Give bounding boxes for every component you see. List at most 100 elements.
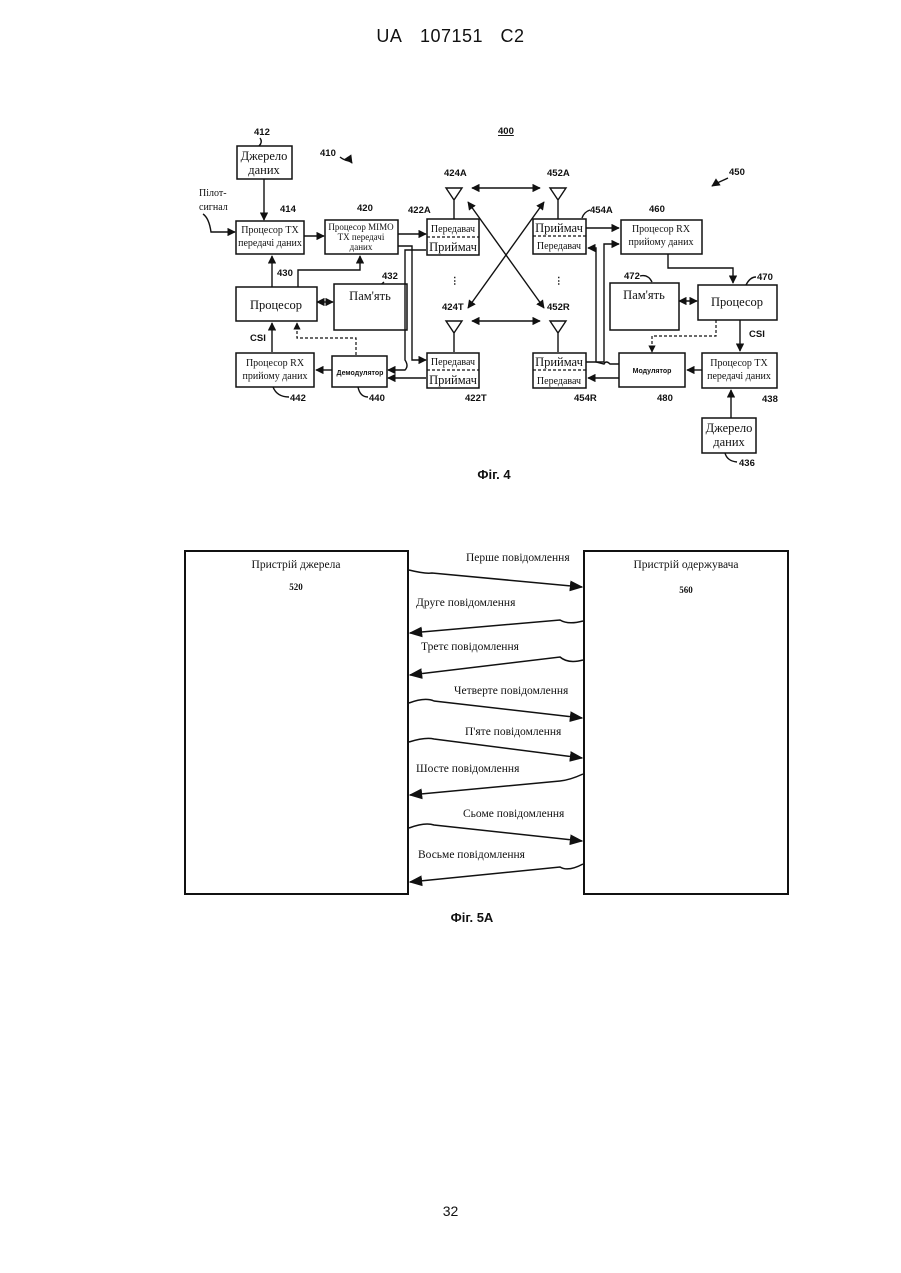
figure-5a-diagram: Пристрій джерела 520 Пристрій одержувача… — [185, 551, 788, 925]
message-6-label: Шосте повідомлення — [416, 763, 520, 775]
antenna-452A — [550, 188, 566, 219]
figure-4-caption: Фіг. 4 — [477, 467, 511, 482]
data-source-left-line1: Джерело — [241, 149, 288, 163]
memory-right-label: Пам'ять — [623, 288, 665, 302]
ref-436: 436 — [739, 458, 755, 469]
processor-right-label: Процесор — [711, 295, 763, 309]
ref-422T: 422T — [465, 393, 487, 404]
message-4-label: Четверте повідомлення — [454, 685, 569, 697]
source-device-box — [185, 551, 408, 894]
ref-432: 432 — [382, 271, 398, 282]
message-8-arrow — [410, 864, 583, 882]
message-3-arrow — [410, 657, 583, 675]
ref-412: 412 — [254, 127, 270, 138]
rx-proc-left-line1: Процесор RX — [246, 358, 305, 369]
data-source-left-line2: даних — [248, 163, 280, 177]
ref-450: 450 — [729, 167, 745, 178]
tx-proc-left-line1: Процесор ТХ — [241, 225, 299, 236]
ref-414: 414 — [280, 204, 297, 215]
modulator-label: Модулятор — [633, 368, 672, 375]
ref-430: 430 — [277, 268, 293, 279]
ref-410: 410 — [320, 148, 336, 159]
ref-450-arrow — [712, 178, 728, 186]
rx-proc-right-line2: прийому даних — [629, 237, 694, 248]
memory-left-label: Пам'ять — [349, 289, 391, 303]
rx-proc-left-line2: прийому даних — [243, 371, 308, 382]
ref-460: 460 — [649, 204, 665, 215]
pilot-arrow — [203, 214, 235, 232]
xcvr-left-top-tx: Передавач — [431, 224, 475, 235]
message-6-arrow — [410, 774, 583, 795]
data-source-right-line1: Джерело — [706, 421, 753, 435]
tx-proc-right-line2: передачі даних — [707, 371, 771, 382]
ref-454R: 454R — [574, 393, 597, 404]
receiver-device-label: Пристрій одержувача — [633, 559, 738, 571]
link-proc-to-mimo — [298, 256, 360, 287]
xcvr-right-top-tx: Передавач — [537, 241, 581, 252]
message-4-arrow — [409, 699, 582, 718]
ref-412-leader — [259, 138, 261, 146]
xcvr-right-top-rx: Приймач — [535, 221, 583, 235]
mimo-line3: даних — [350, 242, 373, 252]
data-source-right-line2: даних — [713, 435, 745, 449]
xcvr-right-bottom-tx: Передавач — [537, 376, 581, 387]
message-7-label: Сьоме повідомлення — [463, 808, 565, 820]
figure-4-diagram: 400 410 450 412 Джерело даних Пілот- сиг… — [199, 126, 778, 482]
ref-422A: 422A — [408, 205, 431, 216]
figure-5a-caption: Фіг. 5A — [451, 910, 494, 925]
demodulator-label: Демодулятор — [337, 370, 384, 377]
ref-410-arrow — [340, 157, 352, 163]
ref-420: 420 — [357, 203, 373, 214]
xcvr-left-top-rx: Приймач — [429, 240, 477, 254]
antenna-424A — [446, 188, 462, 219]
antenna-424T — [446, 321, 462, 352]
receiver-device-box — [584, 551, 788, 894]
receiver-device-ref: 560 — [679, 585, 693, 595]
ref-454A: 454A — [590, 205, 613, 216]
tx-proc-left-line2: передачі даних — [238, 238, 302, 249]
ref-454A-leader — [582, 210, 590, 218]
ref-436-leader — [725, 453, 737, 462]
rx-proc-right-line1: Процесор RX — [632, 224, 691, 235]
ellipsis-right: ⋮ — [554, 276, 564, 287]
source-device-ref: 520 — [289, 582, 303, 592]
message-5-arrow — [409, 738, 582, 758]
ref-442-leader — [273, 387, 289, 397]
ref-472: 472 — [624, 271, 640, 282]
source-device-label: Пристрій джерела — [252, 559, 341, 571]
ref-424T: 424T — [442, 302, 464, 313]
message-7-arrow — [409, 824, 582, 841]
message-2-label: Друге повідомлення — [416, 597, 516, 609]
tx-proc-right-line1: Процесор ТХ — [710, 358, 768, 369]
ref-452R: 452R — [547, 302, 570, 313]
message-3-label: Третє повідомлення — [421, 641, 520, 653]
mimo-line2: ТХ передачі — [338, 232, 385, 242]
ref-440: 440 — [369, 393, 385, 404]
message-5-label: П'яте повідомлення — [465, 726, 562, 738]
pilot-line1: Пілот- — [199, 188, 227, 199]
ref-472-leader — [640, 276, 652, 282]
message-1-arrow — [409, 570, 582, 587]
ref-438: 438 — [762, 394, 778, 405]
pilot-line2: сигнал — [199, 202, 228, 213]
message-2-arrow — [410, 620, 583, 633]
processor-left-label: Процесор — [250, 298, 302, 312]
xcvr-left-bottom-tx: Передавач — [431, 357, 475, 368]
ref-452A: 452A — [547, 168, 570, 179]
csi-right-label: CSI — [749, 329, 765, 340]
xcvr-left-bottom-rx: Приймач — [429, 373, 477, 387]
ref-480: 480 — [657, 393, 673, 404]
message-8-label: Восьме повідомлення — [418, 849, 526, 861]
ref-470: 470 — [757, 272, 773, 283]
xcvr-right-bottom-rx: Приймач — [535, 355, 583, 369]
link-rxproc-to-proc-right — [668, 254, 733, 283]
ref-424A: 424A — [444, 168, 467, 179]
antenna-452R — [550, 321, 566, 352]
ellipsis-left: ⋮ — [450, 276, 460, 287]
ref-400: 400 — [498, 126, 514, 137]
page-number: 32 — [0, 1203, 901, 1219]
ref-442: 442 — [290, 393, 306, 404]
ref-470-leader — [746, 277, 756, 285]
ref-440-leader — [358, 387, 368, 397]
